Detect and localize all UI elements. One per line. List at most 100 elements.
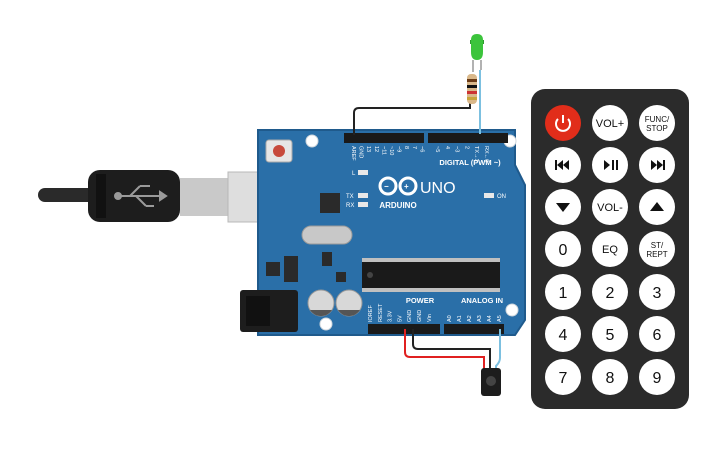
remote-button-prev[interactable] — [545, 147, 581, 183]
remote-button-4[interactable]: 4 — [545, 316, 581, 352]
voltage-regulator — [266, 262, 280, 276]
remote-button-0[interactable]: 0 — [545, 231, 581, 267]
remote-button-label: EQ — [602, 244, 618, 256]
power-pin-label: 5V — [397, 315, 403, 322]
remote-button-5[interactable]: 5 — [592, 316, 628, 352]
digital-pin-label: ~5 — [434, 146, 440, 152]
led-tx — [358, 193, 368, 198]
capacitor — [335, 289, 363, 317]
reset-button-cap — [273, 145, 285, 157]
digital-pin-label: 2 — [463, 146, 469, 149]
resistor[interactable] — [467, 74, 477, 104]
remote-button-face — [592, 189, 628, 225]
play-pause-icon — [604, 160, 618, 170]
digital-pin-label: 8 — [403, 146, 409, 149]
svg-text:+: + — [404, 182, 409, 191]
power-pin-label: RESET — [378, 303, 384, 322]
ir-receiver[interactable] — [481, 368, 501, 396]
remote-button-next[interactable] — [639, 147, 675, 183]
remote-button-label: 5 — [606, 327, 615, 344]
remote-button-face — [592, 359, 628, 395]
wire-gnd-sensor[interactable] — [412, 329, 491, 370]
led-rx — [358, 202, 368, 207]
atmega-chip — [362, 262, 500, 288]
remote-button-label: VOL- — [597, 202, 623, 214]
digital-header-left — [344, 133, 424, 143]
remote-button-power[interactable] — [545, 105, 581, 141]
remote-button-face — [639, 105, 675, 141]
remote-button-label: STOP — [646, 124, 668, 133]
logo-text: ARDUINO — [379, 201, 416, 210]
remote-button-label: 1 — [559, 285, 568, 302]
remote-button-face — [545, 231, 581, 267]
remote-button-st-rept[interactable]: ST/REPT — [639, 231, 675, 267]
arduino-logo: − + ARDUINO UNO — [378, 176, 456, 210]
power-pin-label: Vin — [427, 314, 433, 322]
capacitor — [307, 289, 335, 317]
arrow-up-icon — [650, 202, 664, 211]
led-on — [484, 193, 494, 198]
digital-pin-label: RX←0 — [483, 146, 489, 162]
remote-button-label: 8 — [606, 370, 615, 387]
analog-pin-label: A4 — [487, 315, 493, 322]
led-body — [471, 34, 483, 60]
remote-button-6[interactable]: 6 — [639, 316, 675, 352]
analog-pin-label: A0 — [447, 315, 453, 322]
remote-button-8[interactable]: 8 — [592, 359, 628, 395]
ir-lens — [486, 376, 496, 386]
wire-a5-sensor[interactable] — [495, 329, 501, 370]
wires — [353, 70, 501, 370]
digital-pin-label: ~9 — [396, 146, 402, 152]
led-label-on: ON — [497, 194, 506, 200]
digital-header-right — [428, 133, 508, 143]
digital-pin-label: 7 — [411, 146, 417, 149]
digital-pin-label: ~10 — [388, 146, 394, 155]
remote-button-face — [545, 359, 581, 395]
board-model: UNO — [420, 180, 456, 197]
remote-button-label: 7 — [559, 370, 568, 387]
power-pin-label: IOREF — [368, 305, 374, 322]
digital-pin-label: AREF — [350, 146, 356, 161]
usb-chip — [320, 193, 340, 213]
power-pin-label: 3.3V — [388, 310, 394, 322]
remote-button-face — [592, 316, 628, 352]
remote-button-label: REPT — [646, 250, 667, 259]
remote-button-play-pause[interactable] — [592, 147, 628, 183]
remote-button-vol-up[interactable]: VOL+ — [592, 105, 628, 141]
mounting-hole — [305, 134, 319, 148]
digital-pin-label: ~6 — [418, 146, 424, 152]
remote-button-3[interactable]: 3 — [639, 274, 675, 310]
digital-pin-label: ~3 — [454, 146, 460, 152]
remote-button-vol-down[interactable]: VOL- — [592, 189, 628, 225]
skip-back-icon — [555, 160, 569, 170]
led-label-l: L — [352, 171, 356, 177]
analog-pin-label: A2 — [467, 315, 473, 322]
remote-button-7[interactable]: 7 — [545, 359, 581, 395]
mounting-hole — [319, 317, 333, 331]
remote-button-1[interactable]: 1 — [545, 274, 581, 310]
remote-button-9[interactable]: 9 — [639, 359, 675, 395]
usb-port — [227, 171, 261, 223]
remote-button-label: 4 — [559, 327, 568, 344]
green-led[interactable] — [470, 34, 484, 72]
remote-button-down[interactable] — [545, 189, 581, 225]
remote-button-eq[interactable]: EQ — [592, 231, 628, 267]
wire-gnd-led[interactable] — [353, 103, 471, 135]
power-pin-label: GND — [417, 310, 423, 322]
wire-5v[interactable] — [404, 329, 485, 370]
analog-header-label: ANALOG IN — [461, 296, 503, 305]
usb-cable[interactable] — [38, 170, 261, 223]
analog-pin-label: A1 — [457, 315, 463, 322]
remote-button-face — [545, 274, 581, 310]
remote-button-face — [639, 274, 675, 310]
remote-button-2[interactable]: 2 — [592, 274, 628, 310]
remote-button-up[interactable] — [639, 189, 675, 225]
remote-button-label: ST/ — [651, 241, 664, 250]
remote-button-func-stop[interactable]: FUNC/STOP — [639, 105, 675, 141]
